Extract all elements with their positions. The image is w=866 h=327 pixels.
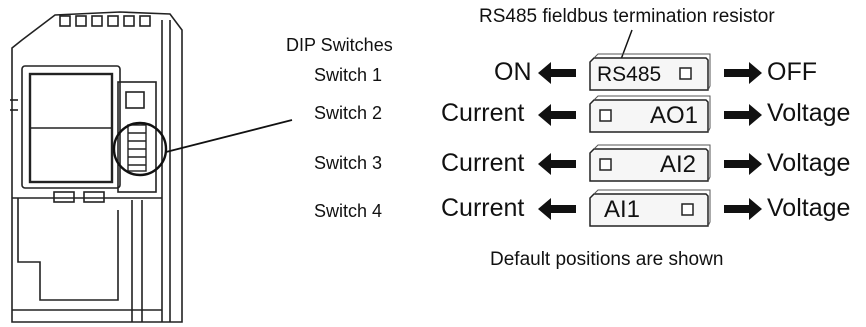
switch-2-label: Switch 2 [314, 103, 383, 123]
switch-2-tag: AO1 [650, 102, 699, 129]
switch-3-label: Switch 3 [314, 153, 383, 173]
dip-switch-1-body [589, 53, 711, 91]
default-positions-note: Default positions are shown [490, 249, 724, 270]
resistor-title: RS485 fieldbus termination resistor [479, 6, 775, 27]
arrow-left-icon [538, 153, 576, 175]
dip-switch-4-body [589, 189, 711, 227]
switch-2-right-label: Voltage [767, 99, 851, 127]
switch-1-label: Switch 1 [314, 65, 383, 85]
arrow-left-icon [538, 62, 576, 84]
arrow-left-icon [538, 198, 576, 220]
arrow-right-icon [724, 153, 762, 175]
switch-4-label: Switch 4 [314, 201, 383, 221]
switch-3-tag: AI2 [660, 151, 697, 178]
switch-2-left-label: Current [441, 99, 525, 127]
dip-switch-3-body [589, 144, 711, 182]
switch-3-left-label: Current [441, 149, 525, 177]
switch-4-right-label: Voltage [767, 194, 851, 222]
arrow-right-icon [724, 62, 762, 84]
switch-1-right-label: OFF [767, 58, 817, 86]
switch-3-right-label: Voltage [767, 149, 851, 177]
arrow-right-icon [724, 198, 762, 220]
dip-switches-header: DIP Switches [286, 35, 393, 55]
dip-switch-2-body [589, 95, 711, 133]
switch-1-tag: RS485 [597, 63, 662, 86]
switch-4-left-label: Current [441, 194, 525, 222]
arrow-right-icon [724, 104, 762, 126]
switch-1-left-label: ON [494, 58, 532, 86]
switch-4-tag: AI1 [604, 196, 641, 223]
arrow-left-icon [538, 104, 576, 126]
